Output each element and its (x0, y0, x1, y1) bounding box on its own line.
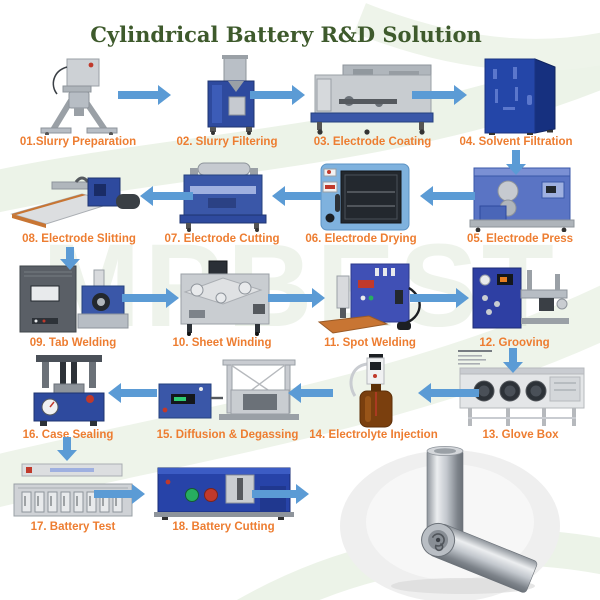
step-label: 05. Electrode Press (466, 233, 574, 245)
step-label: 04. Solvent Filtration (459, 136, 573, 148)
arrow-step03-to-step04 (412, 85, 467, 105)
final-product-image (335, 438, 565, 600)
step-05-electrode-press: 05. Electrode Press (455, 162, 585, 245)
step-07-electrode-cutting: 07. Electrode Cutting (162, 162, 282, 245)
grooving-machine-image (457, 260, 572, 336)
filtration-cabinet-image (469, 55, 564, 135)
step-09-tab-welding: 09. Tab Welding (8, 260, 138, 349)
arrow-step04-to-step05 (506, 150, 526, 175)
step-label: 17. Battery Test (30, 521, 116, 533)
step-01-slurry-preparation: 01.Slurry Preparation (8, 55, 148, 148)
arrow-step05-to-step06 (420, 186, 475, 206)
arrow-step08-to-step09 (60, 247, 80, 270)
step-label: 10. Sheet Winding (172, 337, 272, 349)
step-label: 09. Tab Welding (29, 337, 117, 349)
watermark-text: MPBEST (42, 220, 558, 352)
coating-machine-image (305, 55, 440, 135)
step-label: 18. Battery Cutting (172, 521, 275, 533)
step-02-slurry-filtering: 02. Slurry Filtering (168, 55, 286, 148)
step-11-spot-welding: 11. Spot Welding (306, 260, 434, 349)
step-08-electrode-slitting: 08. Electrode Slitting (4, 162, 154, 245)
step-18-battery-cutting: 18. Battery Cutting (146, 462, 301, 533)
battery-test-rack-image (10, 462, 136, 520)
step-04-solvent-filtration: 04. Solvent Filtration (452, 55, 580, 148)
step-03-electrode-coating: 03. Electrode Coating (300, 55, 445, 148)
step-17-battery-test: 17. Battery Test (8, 462, 138, 533)
sealing-press-image (16, 354, 121, 428)
page-title: Cylindrical Battery R&D Solution (90, 22, 482, 47)
battery-cutting-machine-image (148, 462, 300, 520)
arrow-step13-to-step14 (418, 383, 479, 403)
cutting-machine-image (168, 162, 276, 232)
step-16-case-sealing: 16. Case Sealing (8, 354, 128, 441)
arrow-step11-to-step12 (410, 288, 469, 308)
step-label: 08. Electrode Slitting (22, 233, 136, 245)
step-label: 11. Spot Welding (324, 337, 416, 349)
slitting-machine-image (10, 162, 148, 232)
step-label: 02. Slurry Filtering (176, 136, 278, 148)
step-14-electrolyte-injection: 14. Electrolyte Injection (309, 354, 438, 441)
vacuum-drying-oven-image (309, 162, 414, 232)
step-label: 13. Glove Box (482, 429, 559, 441)
arrow-step18-to-product (252, 484, 309, 504)
electrolyte-dispenser-image (329, 354, 419, 428)
step-12-grooving: 12. Grooving (452, 260, 577, 349)
step-label: 15. Diffusion & Degassing (156, 429, 299, 441)
arrow-step17-to-step18 (94, 484, 145, 504)
arrow-step09-to-step10 (122, 288, 179, 308)
arrow-step01-to-step02 (118, 85, 171, 105)
step-label: 03. Electrode Coating (313, 136, 432, 148)
arrow-step16-to-step17 (57, 437, 77, 461)
arrow-step02-to-step03 (250, 85, 305, 105)
slurry-filter-image (180, 55, 275, 135)
arrow-step14-to-step15 (288, 383, 333, 403)
arrow-step12-to-step13 (503, 348, 523, 373)
step-label: 12. Grooving (479, 337, 550, 349)
step-15-diffusion-degassing: 15. Diffusion & Degassing (150, 354, 305, 441)
arrow-step07-to-step08 (140, 186, 193, 206)
step-label: 14. Electrolyte Injection (309, 429, 438, 441)
step-06-electrode-drying: 06. Electrode Drying (296, 162, 426, 245)
cylindrical-battery-cells-icon (340, 445, 560, 600)
arrow-step06-to-step07 (272, 186, 321, 206)
winding-machine-image (165, 260, 280, 336)
step-10-sheet-winding: 10. Sheet Winding (158, 260, 286, 349)
step-label: 07. Electrode Cutting (164, 233, 280, 245)
roller-press-image (460, 162, 580, 232)
step-label: 06. Electrode Drying (305, 233, 417, 245)
ultrasonic-welder-image (16, 260, 131, 336)
step-label: 16. Case Sealing (22, 429, 114, 441)
arrow-step15-to-step16 (108, 383, 157, 403)
spot-welder-image (315, 260, 425, 336)
step-label: 01.Slurry Preparation (19, 136, 137, 148)
planetary-mixer-image (23, 55, 133, 135)
degassing-machine-image (153, 354, 303, 428)
arrow-step10-to-step11 (268, 288, 325, 308)
